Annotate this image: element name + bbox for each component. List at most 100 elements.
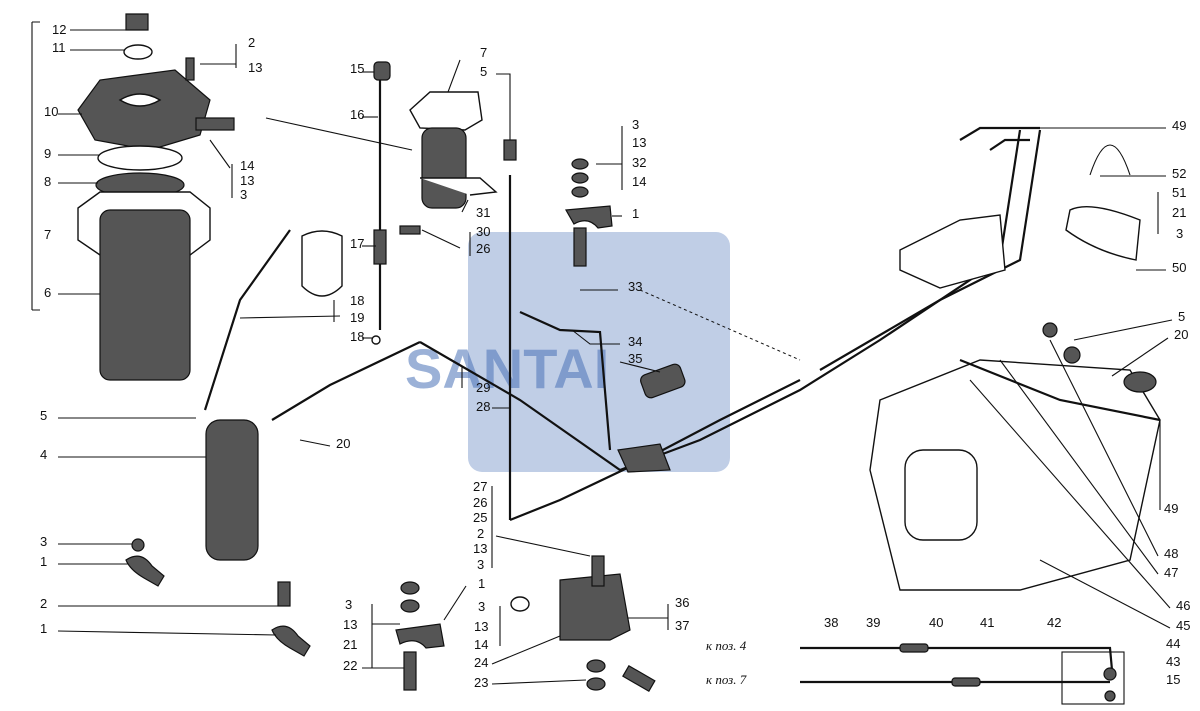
clamp-lower-icon xyxy=(271,625,311,657)
watermark-background xyxy=(468,232,730,472)
washer-icon xyxy=(123,44,153,60)
washer-stack-icon xyxy=(571,158,589,170)
callout-3: 3 xyxy=(1176,226,1183,241)
callout-23: 23 xyxy=(474,675,488,690)
callout-1: 1 xyxy=(478,576,485,591)
leader-5a xyxy=(496,73,511,140)
callout-41: 41 xyxy=(980,615,994,630)
clamp-icon xyxy=(125,555,165,587)
leader-1d xyxy=(443,585,467,621)
sediment-bowl-icon xyxy=(301,230,343,297)
callout-20: 20 xyxy=(1174,327,1188,342)
fuel-line-left xyxy=(203,229,291,411)
callout-13: 13 xyxy=(343,617,357,632)
callout-13: 13 xyxy=(248,60,262,75)
callout-3: 3 xyxy=(632,117,639,132)
callout-12: 12 xyxy=(52,22,66,37)
sediment-filter xyxy=(203,229,421,561)
callout-2: 2 xyxy=(477,526,484,541)
leader-lines xyxy=(31,21,1173,685)
callout-31: 31 xyxy=(476,205,490,220)
callout-5: 5 xyxy=(40,408,47,423)
callout-49: 49 xyxy=(1164,501,1178,516)
callout-8: 8 xyxy=(44,174,51,189)
callout-14: 14 xyxy=(240,158,254,173)
leader-20b xyxy=(1111,337,1169,377)
clip-bottom-bolt-icon xyxy=(403,651,417,691)
callout-25: 25 xyxy=(473,510,487,525)
callout-36: 36 xyxy=(675,595,689,610)
callout-35: 35 xyxy=(628,351,642,366)
filter-housing-icon xyxy=(99,209,191,381)
callout-32: 32 xyxy=(632,155,646,170)
callout-3: 3 xyxy=(40,534,47,549)
tank-fitting-icon xyxy=(1042,322,1058,338)
callout-20: 20 xyxy=(336,436,350,451)
callout-21: 21 xyxy=(343,637,357,652)
callout-3: 3 xyxy=(477,557,484,572)
leader-29 xyxy=(419,341,463,388)
callout-49: 49 xyxy=(1172,118,1186,133)
callout-16: 16 xyxy=(350,107,364,122)
wiring-inset xyxy=(800,643,1125,705)
callout-15: 15 xyxy=(350,61,364,76)
washer-bottom-4-icon xyxy=(586,677,606,691)
callout-13: 13 xyxy=(474,619,488,634)
callout-9: 9 xyxy=(44,146,51,161)
tank-feed-line xyxy=(819,129,1042,371)
filter-head-icon xyxy=(77,69,211,151)
callout-7: 7 xyxy=(480,45,487,60)
callout-29: 29 xyxy=(476,380,490,395)
reference-note: к поз. 7 xyxy=(706,672,747,687)
watermark-text: SANTAI xyxy=(405,337,609,400)
bracket-left-caps xyxy=(32,21,40,311)
washer-stack-3-icon xyxy=(571,186,589,198)
leader-13-to-filter xyxy=(265,117,413,151)
union-fitting-icon xyxy=(640,363,686,399)
callout-14: 14 xyxy=(632,174,646,189)
terminal-nut-2-icon xyxy=(1104,690,1116,702)
rod-coupling-icon xyxy=(373,229,387,265)
callout-2: 2 xyxy=(248,35,255,50)
reference-notes: к поз. 4 к поз. 7 xyxy=(706,638,747,687)
callout-40: 40 xyxy=(929,615,943,630)
washer-bottom-2-icon xyxy=(400,599,420,613)
callout-4: 4 xyxy=(40,447,47,462)
callout-21: 21 xyxy=(1172,205,1186,220)
clamps-bottom-middle xyxy=(395,555,656,693)
leader-24 xyxy=(491,635,561,665)
callout-18: 18 xyxy=(350,293,364,308)
leader-14a xyxy=(209,139,231,169)
cap-plug-icon xyxy=(125,13,149,31)
callout-11: 11 xyxy=(52,40,66,55)
callout-17: 17 xyxy=(350,236,364,251)
bracket-bolt-top-icon xyxy=(591,555,605,587)
callout-37: 37 xyxy=(675,618,689,633)
callout-42: 42 xyxy=(1047,615,1061,630)
callout-51: 51 xyxy=(1172,185,1186,200)
tank-top-line xyxy=(959,358,1161,422)
callout-38: 38 xyxy=(824,615,838,630)
callout-52: 52 xyxy=(1172,166,1186,181)
coarse-filter-head-icon xyxy=(409,91,483,131)
pipe-clip-icon xyxy=(565,205,613,229)
callout-7: 7 xyxy=(44,227,51,242)
leader-23 xyxy=(491,679,587,685)
nut-bottom-icon xyxy=(510,596,530,612)
callout-30: 30 xyxy=(476,224,490,239)
leader-5c xyxy=(1073,319,1173,341)
callout-14: 14 xyxy=(474,637,488,652)
leader-34 xyxy=(571,329,620,345)
reference-note: к поз. 4 xyxy=(706,638,747,653)
coarse-filter-body-icon xyxy=(421,127,467,209)
callout-13: 13 xyxy=(473,541,487,556)
bolt-icon xyxy=(277,581,291,607)
tank-panel-icon xyxy=(904,449,978,541)
vent-line-lower xyxy=(989,138,1030,151)
wire-connector-1-icon xyxy=(899,643,929,653)
bracket-bolt-bottom-icon xyxy=(622,664,656,693)
callout-50: 50 xyxy=(1172,260,1186,275)
protective-cover-icon xyxy=(205,419,259,561)
callout-5: 5 xyxy=(1178,309,1185,324)
